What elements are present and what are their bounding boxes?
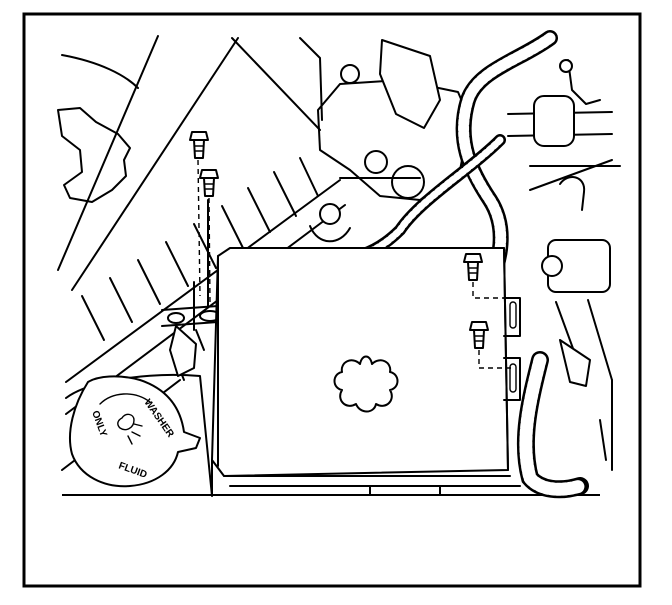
- engine-bracket-top: [309, 39, 471, 243]
- fastener-bolt-4: [469, 321, 512, 369]
- center-access-cover: [333, 355, 399, 413]
- fastener-bolt-3: [463, 253, 512, 299]
- bracket-bolt-icon: [364, 150, 388, 174]
- mount-bolt-icon: [340, 64, 360, 84]
- radiator-cap-outline: [57, 54, 139, 203]
- mounting-bracket-left: [161, 199, 221, 351]
- radiator-fins: [81, 157, 319, 341]
- fastener-bolt-1: [189, 131, 209, 297]
- washer-symbol-icon: [117, 413, 135, 431]
- right-side-components: [507, 59, 621, 471]
- washer-fluid-cap: WASHER ONLY FLUID: [68, 375, 201, 488]
- fastener-bolt-2: [199, 169, 219, 305]
